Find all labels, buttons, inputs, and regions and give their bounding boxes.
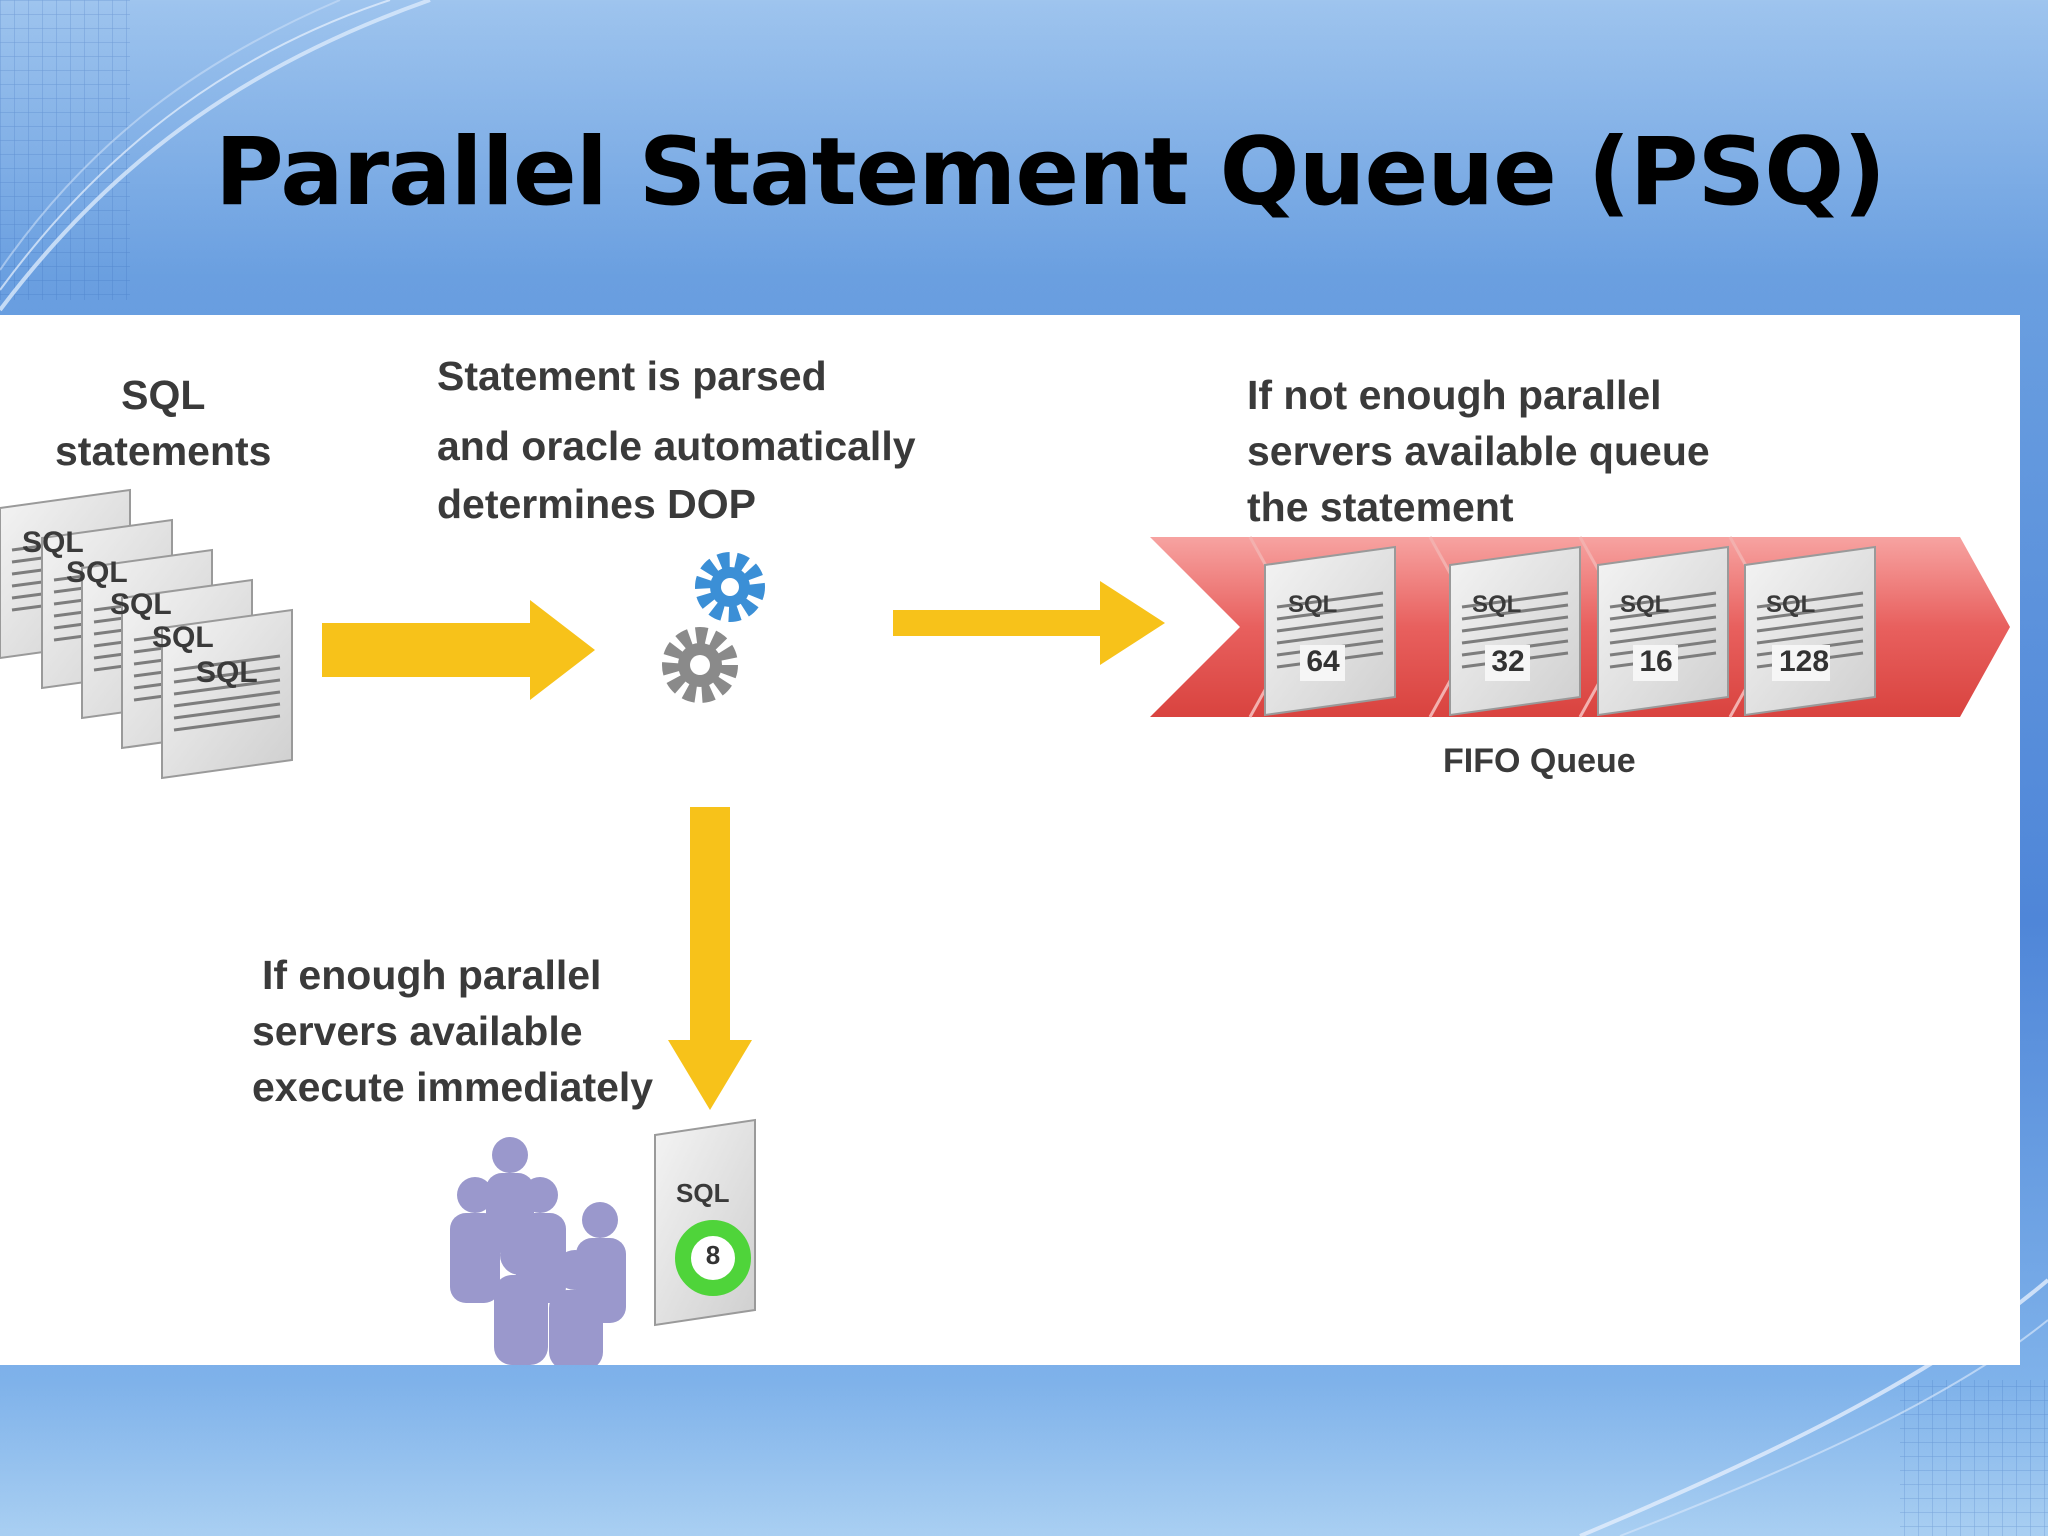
doc-label: SQL xyxy=(1766,591,1816,618)
arrow-to-parser xyxy=(322,600,595,700)
arrow-to-queue xyxy=(893,581,1165,665)
sql-statements-label: SQL statements xyxy=(55,372,272,474)
doc-label: SQL xyxy=(152,621,214,654)
doc-label: SQL xyxy=(1472,591,1522,618)
psq-diagram: SQL SQL SQL SQL SQL SQL SQL SQL SQL SQL … xyxy=(0,315,2020,1365)
execute-dop: 8 xyxy=(705,1240,721,1270)
queue-dop-32: 32 xyxy=(1491,645,1525,678)
arrow-to-execute xyxy=(668,807,752,1110)
queue-dop-16: 16 xyxy=(1639,645,1673,678)
people-icon xyxy=(450,1137,626,1365)
immediate-execution-label: If enough parallel servers available exe… xyxy=(252,952,654,1110)
doc-label: SQL xyxy=(676,1178,730,1208)
doc-label: SQL xyxy=(1620,591,1670,618)
executing-sql-document xyxy=(654,1118,756,1327)
doc-label: SQL xyxy=(196,656,258,689)
queue-label: If not enough parallel servers available… xyxy=(1247,372,1710,530)
doc-label: SQL xyxy=(22,526,84,559)
queue-dop-128: 128 xyxy=(1778,645,1830,678)
slide-title: Parallel Statement Queue (PSQ) xyxy=(214,118,1886,227)
doc-label: SQL xyxy=(1288,591,1338,618)
doc-label: SQL xyxy=(66,556,128,589)
diagram-graphics xyxy=(0,488,2010,1365)
gear-icon xyxy=(662,552,765,703)
fifo-queue-label: FIFO Queue xyxy=(1443,742,1636,780)
parse-label: Statement is parsed and oracle automatic… xyxy=(437,353,916,527)
queued-sql-documents xyxy=(1263,545,1877,717)
queue-dop-64: 64 xyxy=(1306,645,1340,678)
doc-label: SQL xyxy=(110,588,172,621)
